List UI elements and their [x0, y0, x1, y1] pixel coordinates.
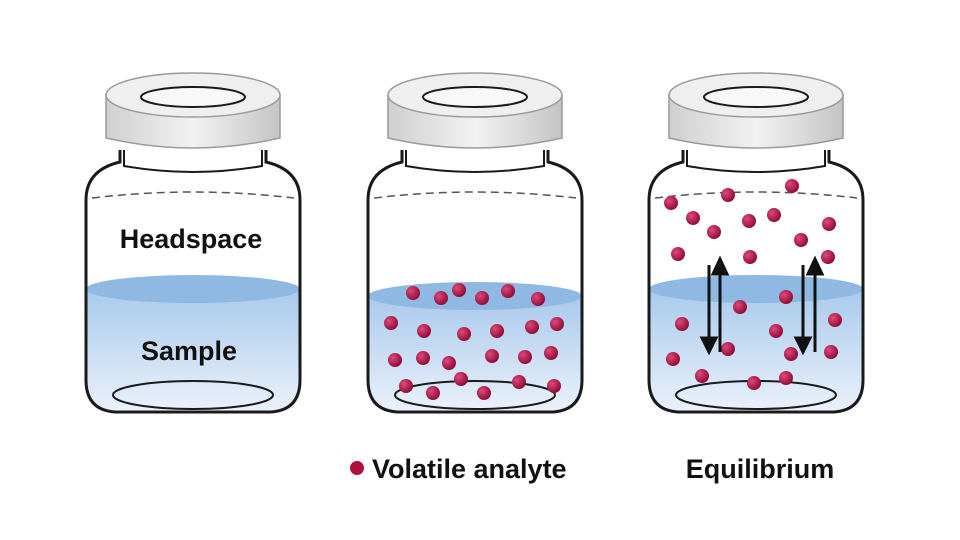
- analyte-dot: [518, 350, 532, 364]
- analyte-dot: [475, 291, 489, 305]
- analyte-dot: [406, 286, 420, 300]
- analyte-dot: [384, 316, 398, 330]
- analyte-dot: [742, 214, 756, 228]
- analyte-dot: [525, 320, 539, 334]
- analyte-dot: [743, 250, 757, 264]
- vial-equilibrium: [647, 72, 865, 414]
- analyte-dot: [477, 386, 491, 400]
- analyte-dot: [490, 324, 504, 338]
- analyte-dots-in-liquid: [384, 283, 564, 400]
- analyte-dot: [457, 327, 471, 341]
- analyte-dot: [426, 386, 440, 400]
- analyte-dot: [747, 376, 761, 390]
- analyte-dot: [695, 369, 709, 383]
- analyte-dot: [675, 317, 689, 331]
- analyte-dot: [779, 290, 793, 304]
- analyte-dot: [779, 371, 793, 385]
- analyte-dot: [512, 375, 526, 389]
- analyte-dot: [822, 217, 836, 231]
- analyte-dot: [828, 313, 842, 327]
- analyte-dot: [707, 225, 721, 239]
- analyte-dot: [671, 247, 685, 261]
- analyte-dot: [416, 351, 430, 365]
- analyte-dot: [501, 284, 515, 298]
- legend-label-volatile-analyte: Volatile analyte: [372, 454, 567, 484]
- analyte-dot: [821, 250, 835, 264]
- analyte-dot: [417, 324, 431, 338]
- analyte-dot: [531, 292, 545, 306]
- vial-headspace-sample: Headspace Sample: [84, 72, 302, 414]
- legend: Volatile analyte: [350, 454, 567, 484]
- analyte-dot: [547, 379, 561, 393]
- equilibrium-label: Equilibrium: [686, 454, 835, 484]
- legend-dot-icon: [350, 461, 364, 475]
- vial-volatile-analyte: [366, 72, 584, 414]
- equilibrium-arrows-left: [699, 255, 730, 356]
- analyte-dot: [733, 300, 747, 314]
- analyte-dot: [452, 283, 466, 297]
- analyte-dot: [785, 179, 799, 193]
- analyte-dot: [442, 356, 456, 370]
- analyte-dot: [769, 324, 783, 338]
- analyte-dot: [794, 233, 808, 247]
- analyte-dot: [485, 349, 499, 363]
- analyte-dot: [721, 188, 735, 202]
- analyte-dot: [784, 347, 798, 361]
- analyte-dot: [434, 291, 448, 305]
- sample-label: Sample: [141, 336, 237, 366]
- analyte-dot: [388, 353, 402, 367]
- headspace-label: Headspace: [120, 224, 263, 254]
- analyte-dot: [686, 211, 700, 225]
- equilibrium-arrows-right: [793, 255, 825, 356]
- analyte-dot: [399, 379, 413, 393]
- analyte-dot: [544, 346, 558, 360]
- analyte-dot: [824, 345, 838, 359]
- analyte-dot: [454, 372, 468, 386]
- analyte-dot: [664, 196, 678, 210]
- analyte-dots-headspace: [664, 179, 836, 264]
- analyte-dot: [721, 342, 735, 356]
- analyte-dot: [666, 352, 680, 366]
- analyte-dots-in-liquid: [666, 290, 842, 390]
- analyte-dot: [550, 317, 564, 331]
- analyte-dot: [767, 208, 781, 222]
